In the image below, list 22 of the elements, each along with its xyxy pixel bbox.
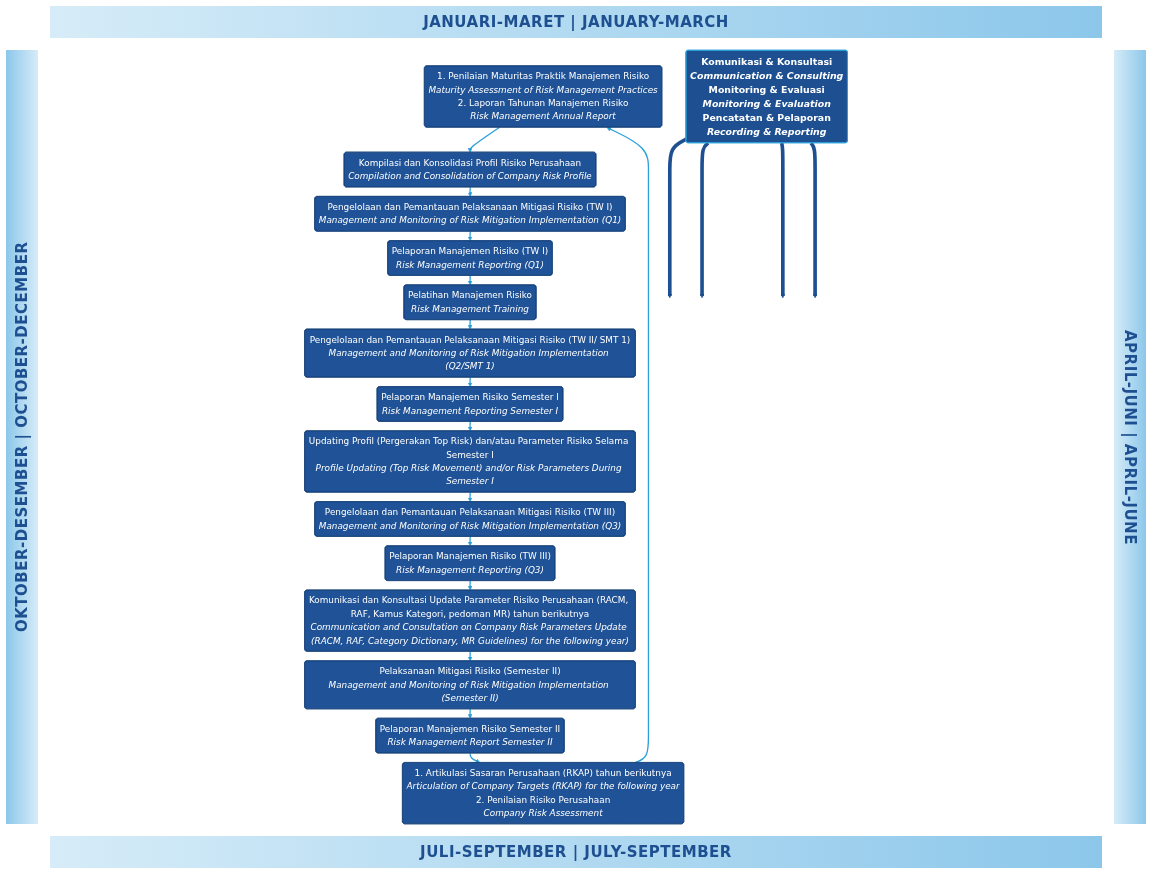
arrow bbox=[699, 141, 710, 299]
arrow bbox=[467, 708, 473, 719]
arrow bbox=[467, 376, 473, 387]
arrow bbox=[467, 536, 473, 547]
arrow bbox=[467, 275, 473, 286]
arrow bbox=[467, 230, 473, 242]
arrow bbox=[606, 127, 650, 764]
arrow bbox=[779, 141, 786, 299]
period-banner: JANUARI-MARET | JANUARY-MARCH bbox=[50, 6, 1102, 38]
period-banner: OKTOBER-DESEMBER | OCTOBER-DECEMBER bbox=[6, 50, 38, 824]
period-banner: APRIL-JUNI | APRIL-JUNE bbox=[1114, 50, 1146, 824]
arrow bbox=[809, 141, 818, 299]
arrow bbox=[467, 126, 500, 153]
arrow bbox=[467, 650, 473, 662]
arrow bbox=[667, 137, 687, 299]
arrow bbox=[467, 186, 473, 197]
arrow bbox=[467, 580, 473, 591]
period-banner: JULI-SEPTEMBER | JULY-SEPTEMBER bbox=[50, 836, 1102, 868]
arrow bbox=[467, 491, 473, 502]
arrow bbox=[467, 421, 473, 432]
arrow bbox=[467, 319, 473, 330]
arrow bbox=[469, 752, 481, 763]
